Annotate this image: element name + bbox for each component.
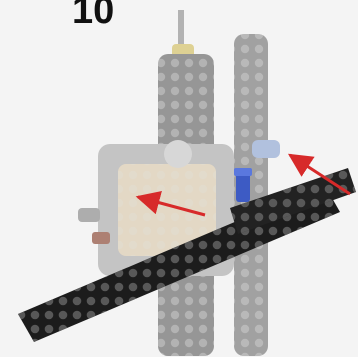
ghost-top-connector bbox=[164, 140, 192, 168]
ghost-blue-axle bbox=[252, 140, 280, 158]
ghost-brown-pin bbox=[92, 232, 110, 244]
ghost-side-pin bbox=[78, 208, 100, 222]
blue-axle bbox=[234, 168, 252, 202]
